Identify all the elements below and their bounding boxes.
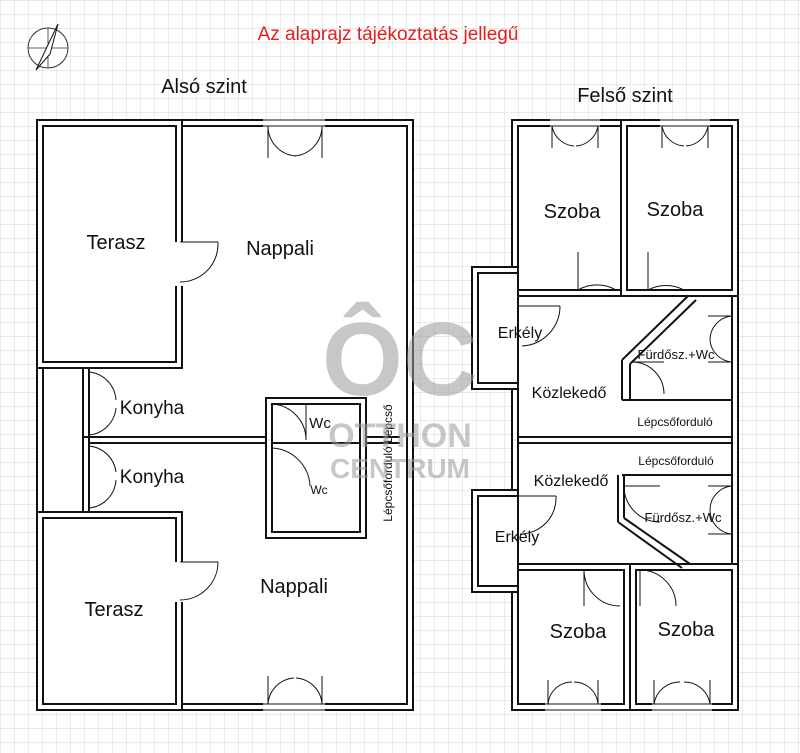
room-label-konyha-bottom: Konyha <box>120 467 185 488</box>
room-label-szoba-2: Szoba <box>647 199 705 221</box>
room-label-nappali-bottom: Nappali <box>260 576 328 598</box>
room-label-lepcso-vertical: Lépcsőforduló Lépcső <box>381 404 395 522</box>
room-label-erkely-bottom: Erkély <box>495 529 539 546</box>
north-arrow-icon <box>27 23 69 71</box>
room-label-furdo-bottom: Fürdősz.+Wc <box>645 510 722 525</box>
lower-level-walls <box>36 119 414 712</box>
room-label-wc-bottom: Wc <box>310 483 327 497</box>
room-label-terasz-bottom: Terasz <box>85 599 144 621</box>
room-label-furdo-top: Fürdősz.+Wc <box>638 347 715 362</box>
watermark-line-2: CENTRUM <box>330 453 470 484</box>
lower-level-doors <box>88 125 323 705</box>
room-label-kozlekedo-bottom: Közlekedő <box>534 473 609 490</box>
upper-level-doors <box>518 125 733 705</box>
room-label-kozlekedo-top: Közlekedő <box>532 385 607 402</box>
room-label-szoba-1: Szoba <box>544 201 602 223</box>
room-label-wc-top: Wc <box>309 415 331 432</box>
room-label-szoba-3: Szoba <box>550 621 608 643</box>
level-title-upper: Felső szint <box>577 85 673 107</box>
room-label-erkely-top: Erkély <box>498 325 542 342</box>
notice-text: Az alaprajz tájékoztatás jellegű <box>258 24 519 45</box>
level-title-lower: Alsó szint <box>161 76 247 98</box>
room-label-nappali-top: Nappali <box>246 238 314 260</box>
room-label-konyha-top: Konyha <box>120 398 185 419</box>
watermark-logo: ÔC OTTHON CENTRUM <box>322 301 478 484</box>
watermark-logo-text: ÔC <box>322 301 478 418</box>
room-label-szoba-4: Szoba <box>658 619 716 641</box>
room-label-lepcso-bottom: Lépcsőforduló <box>638 454 714 468</box>
watermark-line-1: OTTHON <box>328 417 472 455</box>
room-label-terasz-top: Terasz <box>87 232 146 254</box>
room-label-lepcso-top: Lépcsőforduló <box>637 415 713 429</box>
